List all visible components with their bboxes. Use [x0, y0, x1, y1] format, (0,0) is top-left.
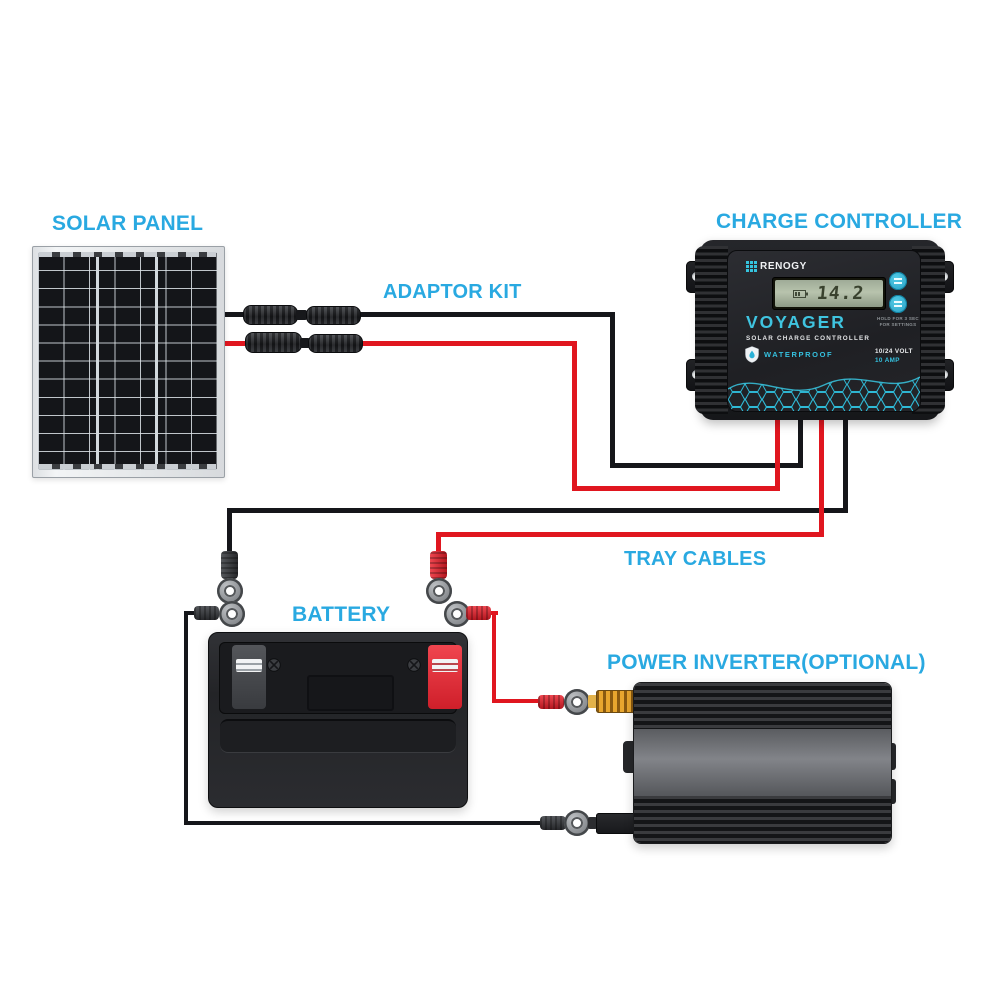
tray-cable-positive-segment	[819, 420, 824, 537]
lcd-battery-icon	[793, 289, 809, 299]
mc4-connector-positive-panel-side	[245, 332, 302, 353]
tray-cable-negative-segment	[227, 508, 232, 558]
controller-brand-text: RENOGY	[760, 261, 807, 272]
mc4-pin-positive	[300, 338, 310, 348]
controller-model: VOYAGER	[746, 312, 846, 332]
inverter-positive-boot	[538, 695, 564, 709]
solar-positive-wire-segment	[572, 486, 780, 491]
caption-line1: HOLD FOR 3 SEC	[877, 316, 919, 321]
battery-to-inverter-negative-segment	[184, 821, 548, 825]
solar-positive-wire-segment	[360, 341, 577, 346]
battery-to-inverter-positive-segment	[492, 699, 548, 703]
controller-face-panel: RENOGY 14.2 HOLD FOR 3 SEC FOR SETTINGS …	[727, 250, 921, 412]
solar-panel-top-busbar	[39, 252, 216, 257]
battery-positive-inverter-ring-terminal	[444, 601, 470, 627]
battery-negative-tray-boot	[221, 551, 238, 579]
inverter-negative-terminal	[596, 813, 636, 834]
tray-cable-negative-segment	[843, 420, 848, 513]
battery-to-inverter-negative-segment	[184, 611, 188, 825]
power-inverter-label: POWER INVERTER(OPTIONAL)	[607, 651, 926, 674]
inverter-negative-boot	[540, 816, 566, 830]
battery	[208, 632, 468, 808]
inverter-negative-terminal-tip	[588, 817, 597, 829]
controller-left-heatsink	[695, 246, 728, 414]
battery-positive-tray-boot	[430, 551, 447, 579]
solar-positive-wire-segment	[572, 341, 577, 491]
controller-button-bottom	[889, 295, 907, 313]
mc4-pin-negative	[296, 310, 307, 320]
controller-lcd-screen: 14.2	[775, 280, 883, 307]
solar-negative-wire-segment	[358, 312, 615, 317]
controller-waterproof-row: WATERPROOF	[745, 346, 833, 363]
controller-amps: 10 AMP	[875, 357, 900, 364]
tray-cable-positive-segment	[436, 532, 824, 537]
battery-to-inverter-positive-segment	[492, 611, 496, 703]
battery-handle-groove	[220, 719, 456, 753]
renogy-grid-icon	[746, 261, 757, 272]
controller-model-subtitle: SOLAR CHARGE CONTROLLER	[746, 335, 871, 342]
battery-label: BATTERY	[292, 603, 391, 626]
battery-label-recess	[307, 675, 394, 711]
battery-negative-terminal-block	[232, 645, 266, 709]
battery-positive-terminal-stripe	[432, 659, 458, 672]
inverter-positive-terminal-tip	[588, 695, 597, 708]
solar-panel-label: SOLAR PANEL	[52, 212, 204, 235]
mc4-connector-positive-cable-side	[308, 334, 363, 353]
charge-controller-label: CHARGE CONTROLLER	[716, 210, 963, 233]
controller-lcd: 14.2	[772, 277, 886, 310]
solar-panel-bottom-busbar	[39, 464, 216, 469]
battery-to-inverter-negative-segment	[184, 611, 198, 615]
solar-negative-wire-segment	[610, 312, 615, 468]
inverter-negative-ring-terminal	[564, 810, 590, 836]
controller-voltage: 10/24 VOLT	[875, 348, 913, 355]
tray-cable-negative-segment	[227, 508, 848, 513]
inverter-bottom-fins	[634, 796, 891, 843]
battery-screw-icon	[407, 658, 421, 672]
solar-negative-wire-segment	[610, 463, 803, 468]
battery-negative-terminal-stripe	[236, 659, 262, 672]
controller-button-top	[889, 272, 907, 290]
controller-buttons-caption: HOLD FOR 3 SEC FOR SETTINGS	[874, 316, 920, 327]
solar-negative-wire-segment	[798, 420, 803, 468]
adaptor-kit-label: ADAPTOR KIT	[383, 281, 522, 303]
mc4-connector-negative-panel-side	[243, 305, 298, 325]
lcd-value: 14.2	[816, 283, 866, 304]
waterproof-text: WATERPROOF	[764, 350, 834, 359]
battery-top-face	[219, 642, 462, 714]
inverter-positive-terminal-gold	[596, 690, 636, 713]
battery-negative-inverter-ring-terminal	[219, 601, 245, 627]
solar-panel-cells	[38, 252, 217, 470]
solar-positive-wire-segment	[222, 341, 245, 346]
battery-positive-inverter-boot	[466, 606, 491, 620]
inverter-mid-band	[634, 729, 891, 796]
solar-positive-wire-segment	[775, 420, 780, 491]
controller-hex-mesh-graphic	[728, 362, 920, 411]
solar-panel	[32, 246, 225, 478]
waterproof-shield-icon	[745, 346, 759, 363]
battery-negative-tray-ring-terminal	[217, 578, 243, 604]
controller-specs: 10/24 VOLT 10 AMP	[875, 348, 913, 364]
battery-positive-terminal-block	[428, 645, 462, 709]
inverter-top-fins	[634, 683, 891, 729]
tray-cable-positive-segment	[436, 532, 441, 560]
tray-cables-label: TRAY CABLES	[624, 548, 767, 570]
caption-line2: FOR SETTINGS	[879, 321, 917, 327]
battery-negative-inverter-boot	[194, 606, 219, 620]
charge-controller: RENOGY 14.2 HOLD FOR 3 SEC FOR SETTINGS …	[686, 238, 954, 422]
inverter-positive-ring-terminal	[564, 689, 590, 715]
power-inverter	[633, 682, 892, 844]
mc4-connector-negative-cable-side	[306, 306, 361, 325]
battery-screw-icon	[267, 658, 281, 672]
battery-positive-tray-ring-terminal	[426, 578, 452, 604]
controller-brand: RENOGY	[746, 261, 807, 272]
solar-negative-wire-segment	[222, 312, 245, 317]
